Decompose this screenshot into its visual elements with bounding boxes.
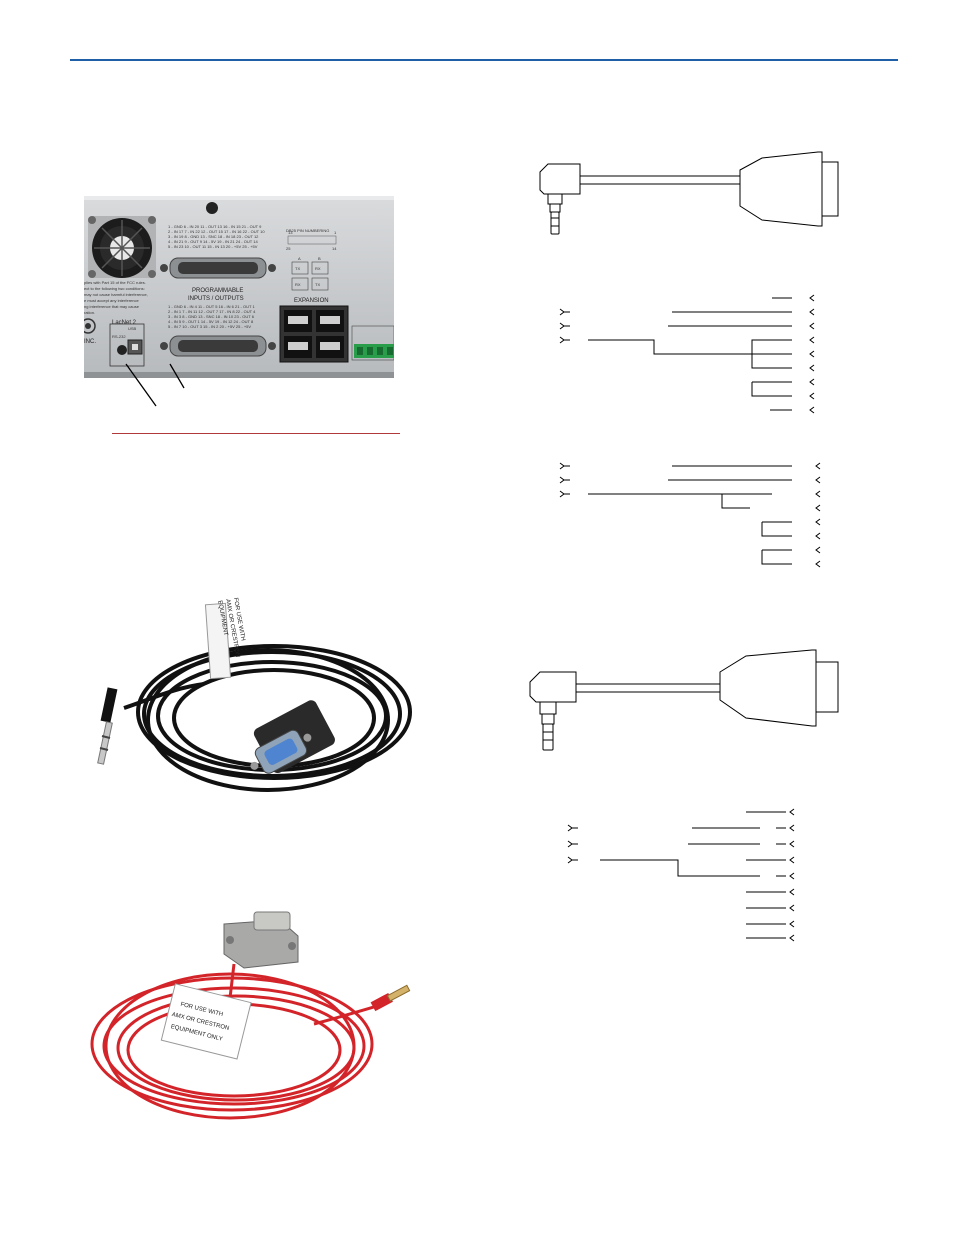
company-name: INC. (84, 339, 96, 345)
bottom-pin-table: 1 - GND 6 - IN 4 11 - OUT 5 16 - IN 6 21… (168, 304, 256, 329)
top-pin-table: 1 - GND 6 - IN 20 11 - OUT 13 16 - IN 15… (168, 224, 265, 249)
db25-connector-top (160, 257, 276, 279)
rear-panel-photo: plies with Part 15 of the FCC rules. ect… (84, 196, 394, 378)
cable-drawing-top (539, 151, 839, 235)
fcc-line: may not cause harmful interference, (84, 292, 148, 297)
svg-text:4 - IN 21 9 - OUT 9 14 - 5V: 4 - IN 21 9 - OUT 9 14 - 5V 19 - IN 21 2… (168, 239, 258, 244)
wiring-diagram-1 (559, 294, 815, 414)
fcc-line: e must accept any interference (84, 298, 139, 303)
lacnet-label: LacNet 2 (112, 320, 137, 326)
section-divider (112, 433, 400, 434)
gray-cable-photo: FOR USE WITH AMX OR CRESTRON EQUIPMENT (84, 588, 420, 826)
usb-label: USB (128, 326, 137, 331)
rs232-label: RS-232 (112, 334, 126, 339)
cable-label: FOR USE WITH AMX OR CRESTRON EQUIPMENT O… (160, 983, 252, 1060)
svg-text:3 - IN 3 8 - GND 13 - SN: 3 - IN 3 8 - GND 13 - SNC 18 - IN 10 23 … (168, 314, 255, 319)
txrx-diagram: TX RX RX TX (291, 261, 329, 291)
cable-drawing-bottom (529, 649, 839, 751)
svg-text:RX: RX (295, 282, 301, 287)
svg-text:1 - GND 6 - IN 4 11 - OUT: 1 - GND 6 - IN 4 11 - OUT 5 16 - IN 6 21… (168, 304, 255, 309)
expansion-label: EXPANSION (294, 298, 329, 304)
svg-text:5 - IN 23 10 - OUT 11 15 - IN: 5 - IN 23 10 - OUT 11 15 - IN 13 20 - +5… (168, 244, 258, 249)
expansion-ports (279, 305, 349, 363)
terminal-block (351, 325, 394, 361)
svg-text:TX: TX (295, 266, 300, 271)
svg-text:14: 14 (332, 246, 337, 251)
header-rule (70, 59, 898, 61)
stereo-plug (370, 984, 411, 1012)
svg-text:1: 1 (334, 230, 337, 235)
programmable-label: PROGRAMMABLE (192, 288, 243, 294)
db25-numbering-label: DB25 PIN NUMBERING (286, 228, 329, 233)
svg-text:2 - IN 1 7 - IN 11 12 - OUT: 2 - IN 1 7 - IN 11 12 - OUT 7 17 - IN 8 … (168, 309, 256, 314)
programmable-label-2: INPUTS / OUTPUTS (188, 296, 244, 302)
svg-text:25: 25 (286, 246, 291, 251)
cable-tag: FOR USE WITH AMX OR CRESTRON EQUIPMENT (204, 597, 246, 680)
db25-connector-bottom (160, 335, 276, 357)
db9-connector (223, 911, 299, 969)
wiring-diagram-3 (567, 808, 795, 942)
callout-lines (125, 363, 185, 407)
svg-text:TX: TX (315, 282, 320, 287)
svg-text:RX: RX (315, 266, 321, 271)
svg-text:2 - IN 17 7 - IN 22 12 - OU: 2 - IN 17 7 - IN 22 12 - OUT 15 17 - IN … (168, 229, 265, 234)
svg-text:A: A (298, 256, 301, 261)
svg-text:4 - IN 5 9 - OUT 1 14 - 5V: 4 - IN 5 9 - OUT 1 14 - 5V 19 - IN 12 24… (168, 319, 254, 324)
svg-text:3 - IN 19 8 - GND 13 - SN: 3 - IN 19 8 - GND 13 - SNC 18 - IN 18 23… (168, 234, 259, 239)
red-cable-photo: FOR USE WITH AMX OR CRESTRON EQUIPMENT O… (84, 906, 420, 1126)
svg-text:13: 13 (288, 230, 293, 235)
svg-text:B: B (318, 256, 321, 261)
fcc-line: plies with Part 15 of the FCC rules. (84, 280, 146, 285)
db9-connector (250, 700, 335, 774)
stereo-plug (97, 687, 118, 765)
wiring-diagram-2 (559, 462, 821, 568)
fcc-line: ration. (84, 310, 95, 315)
company-logo-icon (84, 318, 96, 334)
fcc-line: ng interference that may cause (84, 304, 140, 309)
svg-text:1 - GND 6 - IN 20 11 - OUT: 1 - GND 6 - IN 20 11 - OUT 13 16 - IN 15… (168, 224, 262, 229)
svg-text:5 - IN 7 10 - OUT 3 15 - IN: 5 - IN 7 10 - OUT 3 15 - IN 2 20 - +5V 2… (168, 324, 251, 329)
rs232-jack (117, 345, 127, 355)
fcc-line: ect to the following two conditions: (84, 286, 145, 291)
